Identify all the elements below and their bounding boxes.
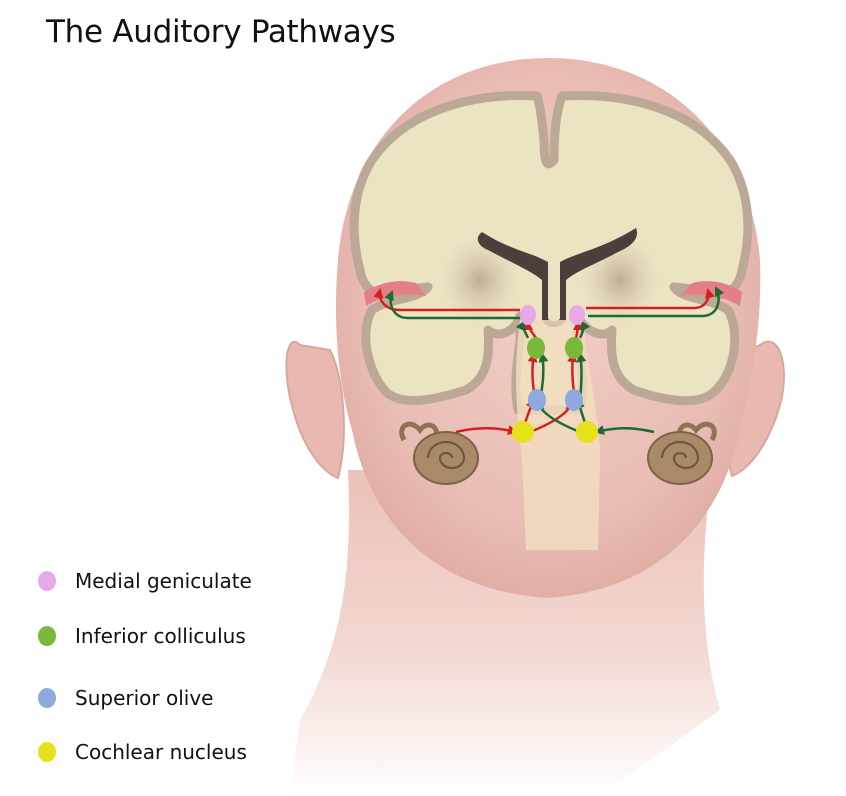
medial-geniculate-right xyxy=(569,305,585,325)
legend-label: Medial geniculate xyxy=(75,569,252,593)
legend-swatch xyxy=(38,688,56,708)
ventricle xyxy=(477,228,638,327)
legend-swatch xyxy=(38,742,56,762)
legend-item-superior-olive: Superior olive xyxy=(38,686,213,710)
brainstem xyxy=(516,320,600,550)
legend-item-inferior-colliculus: Inferior colliculus xyxy=(38,624,246,648)
left-cochlea xyxy=(399,421,479,485)
legend-swatch xyxy=(38,626,56,646)
legend-item-medial-geniculate: Medial geniculate xyxy=(38,569,252,593)
inferior-colliculus-left xyxy=(527,337,545,359)
cochlear-nucleus-left xyxy=(512,421,534,443)
legend-label: Inferior colliculus xyxy=(75,624,246,648)
superior-olive-right xyxy=(565,389,583,411)
diagram-title: The Auditory Pathways xyxy=(46,14,396,50)
cochlear-nucleus-right xyxy=(576,421,598,443)
right-cochlea xyxy=(647,421,717,485)
medial-geniculate-left xyxy=(520,305,536,325)
left-ear xyxy=(285,341,345,480)
inferior-colliculus-right xyxy=(565,337,583,359)
legend-item-cochlear-nucleus: Cochlear nucleus xyxy=(38,740,247,764)
legend-label: Superior olive xyxy=(75,686,214,710)
superior-olive-left xyxy=(528,389,546,411)
left-auditory-cortex xyxy=(364,281,426,306)
legend-swatch xyxy=(38,571,56,591)
legend-label: Cochlear nucleus xyxy=(75,740,247,764)
